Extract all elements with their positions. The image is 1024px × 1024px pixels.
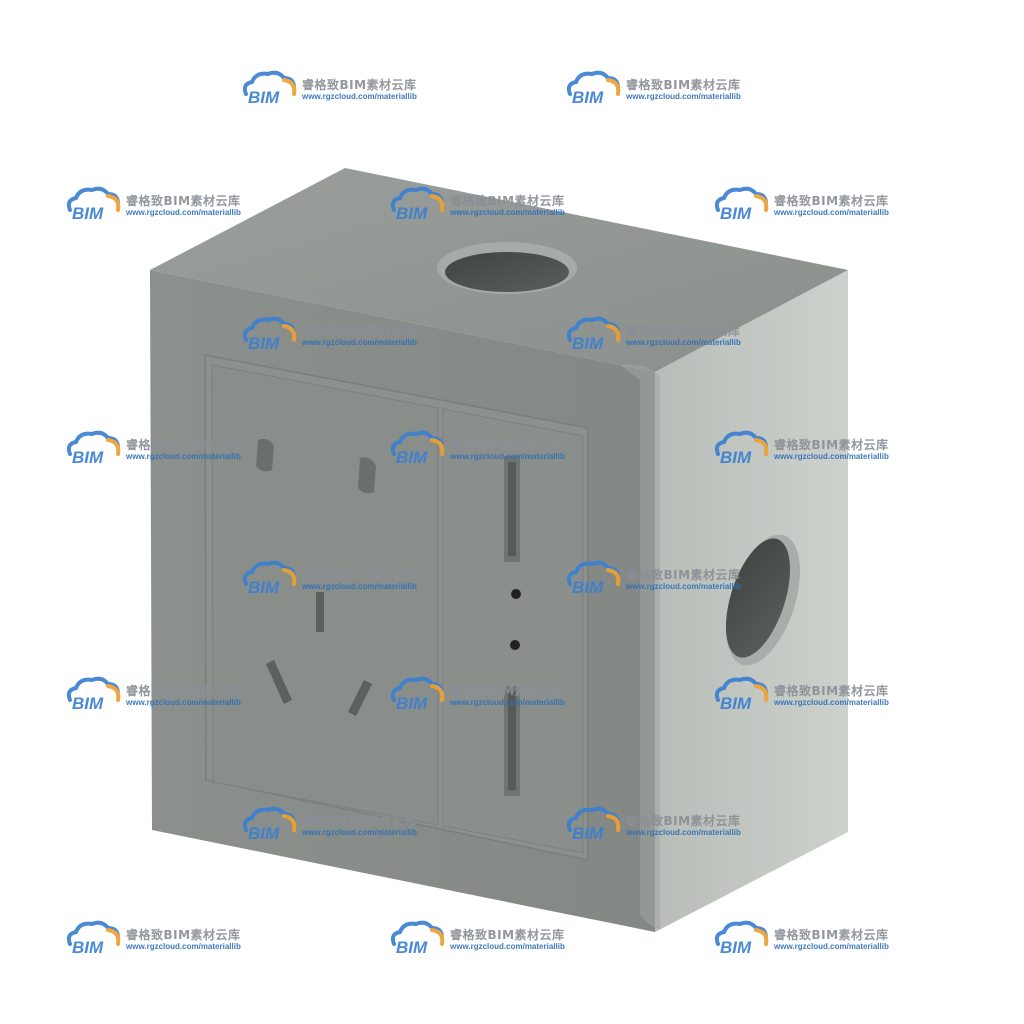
indicator-dot-icon <box>510 640 520 650</box>
switch-slot-lower-icon <box>504 686 520 796</box>
faceplate-left-panel <box>211 364 439 826</box>
switch-slot-upper-icon <box>504 456 520 562</box>
indicator-dot-icon <box>511 589 521 599</box>
two-pin-socket-icon <box>256 438 376 494</box>
socket-faceplate <box>204 354 589 861</box>
three-pin-socket-icon <box>266 592 372 716</box>
box-rounded-edge <box>620 364 660 930</box>
